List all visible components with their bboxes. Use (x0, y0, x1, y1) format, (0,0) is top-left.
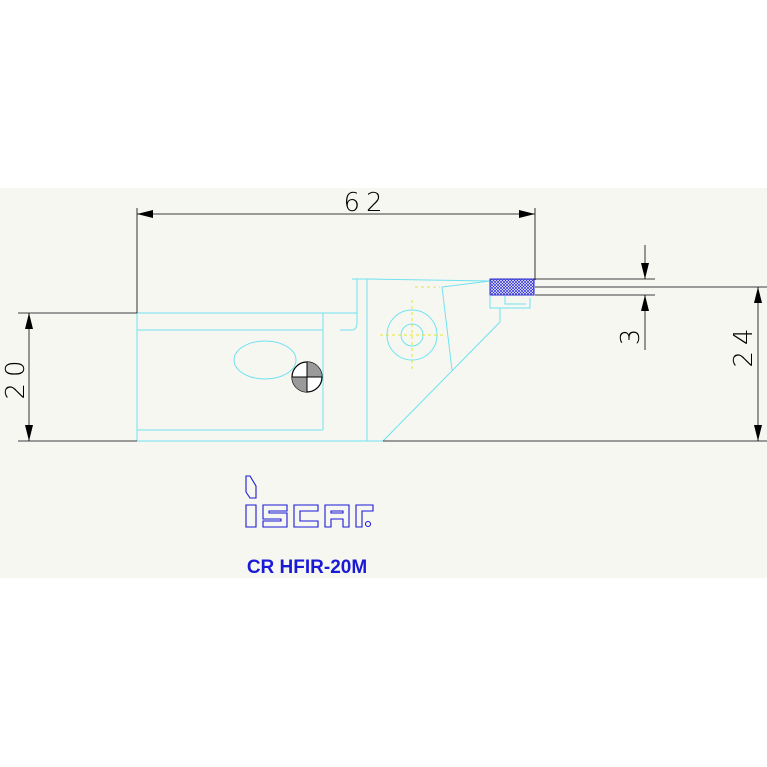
crosshair-symbol (291, 361, 323, 393)
dimension-arrows (25, 210, 762, 441)
centerlines (380, 286, 445, 370)
dimension-lines (18, 208, 767, 442)
part-number-label: CR HFIR-20M (247, 557, 367, 578)
dimension-width: 3 (616, 329, 646, 346)
brand-logo (245, 475, 374, 528)
tool-holder-outline (136, 278, 531, 442)
cutting-insert (489, 278, 535, 296)
dimension-length: 62 (343, 188, 388, 218)
dimension-height-right: 24 (729, 322, 759, 367)
drawing-panel (0, 188, 767, 578)
dimension-height-left: 20 (1, 354, 31, 399)
